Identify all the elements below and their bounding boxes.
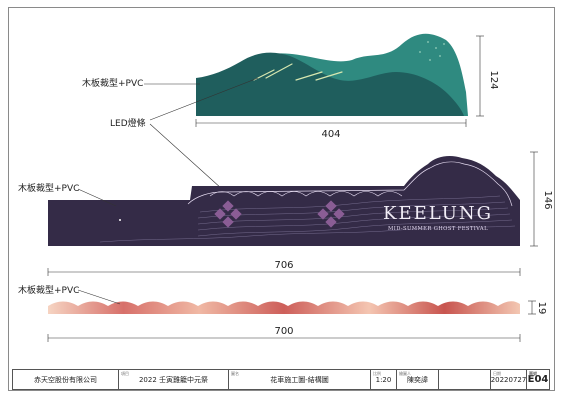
- project-cell: 項目 2022 壬寅雞籠中元祭: [119, 370, 229, 389]
- drawing-number: E04: [527, 374, 549, 385]
- callout-wood-pvc-top: 木板裁型+PVC: [82, 77, 143, 89]
- banner-width-dimension: 706: [274, 260, 293, 271]
- number-tag: 圖號: [529, 371, 537, 376]
- banner-sparkle: [119, 219, 121, 221]
- designer-name: 陳奕諱: [407, 375, 428, 384]
- banner-shape: [48, 156, 520, 246]
- designer-tag: 繪圖人: [399, 371, 411, 376]
- callout-wood-pvc-bottom: 木板裁型+PVC: [18, 284, 79, 296]
- diamond-ornament-right: [317, 200, 345, 228]
- company-cell: 赤天空股份有限公司: [13, 370, 119, 389]
- wave-dimension-lines: [47, 300, 536, 342]
- scale-value: 1:20: [375, 375, 392, 384]
- banner-subtitle: MID-SUMMER GHOST FESTIVAL: [388, 226, 488, 232]
- scale-tag: 比例: [373, 371, 381, 376]
- banner-height-dimension: 146: [542, 190, 553, 209]
- drawing-sheet-border: [8, 7, 555, 391]
- project-name: 2022 壬寅雞籠中元祭: [138, 375, 209, 384]
- leader-line-middle: [77, 188, 117, 207]
- wave-width-dimension: 700: [274, 326, 293, 337]
- banner-title: KEELUNG: [383, 203, 493, 224]
- number-cell: 圖號 E04: [527, 370, 549, 389]
- date-tag: 日期: [493, 371, 501, 376]
- mountain-width-dimension: 404: [321, 129, 340, 140]
- mountain-dots: [419, 41, 445, 61]
- mountain-front-shape: [196, 52, 464, 116]
- company-name: 赤天空股份有限公司: [34, 375, 97, 384]
- date-cell: 日期 20220727: [491, 370, 527, 389]
- banner-dimension-lines: [47, 151, 538, 276]
- date-value: 20220727: [490, 375, 527, 384]
- keelung-banner-panel: KEELUNG MID-SUMMER GHOST FESTIVAL: [48, 156, 520, 246]
- banner-led-outline: [187, 161, 513, 207]
- mountain-panel: [196, 33, 468, 116]
- banner-contour-lines: [99, 195, 516, 243]
- title-block: 赤天空股份有限公司 項目 2022 壬寅雞籠中元祭 圖名 花車施工圖-結構圖 比…: [12, 369, 550, 390]
- wave-height-dimension: 19: [536, 302, 547, 315]
- callout-wood-pvc-middle: 木板裁型+PVC: [18, 182, 79, 194]
- drawing-cell: 圖名 花車施工圖-結構圖: [229, 370, 371, 389]
- mountain-dimension-lines: [195, 35, 484, 127]
- drawing-name: 花車施工圖-結構圖: [270, 375, 329, 384]
- mountain-height-dimension: 124: [488, 70, 499, 89]
- project-tag: 項目: [121, 371, 129, 376]
- diamond-ornament-left: [214, 200, 242, 228]
- scale-cell: 比例 1:20: [371, 370, 397, 389]
- leader-line-bottom: [77, 289, 121, 305]
- wave-strip: [48, 301, 520, 314]
- callout-led-strip: LED燈條: [110, 117, 146, 129]
- leader-lines-led: [149, 77, 259, 199]
- signature-cell: [439, 370, 491, 389]
- banner-wave-edge: [209, 191, 403, 197]
- designer-cell: 繪圖人 陳奕諱: [397, 370, 439, 389]
- drawing-tag: 圖名: [231, 371, 239, 376]
